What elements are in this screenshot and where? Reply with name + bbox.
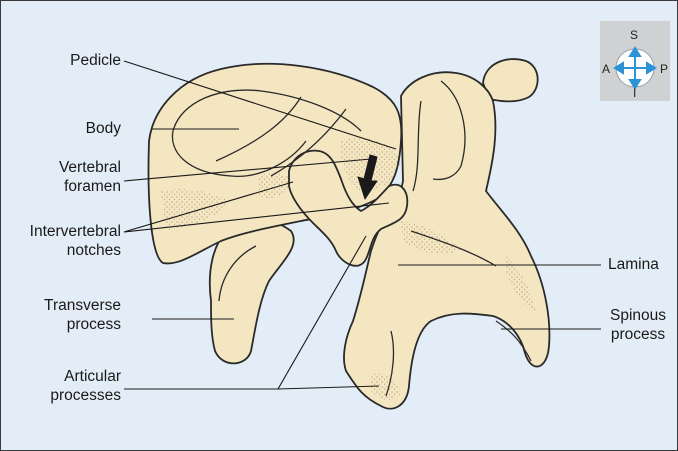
label-articular-processes: Articular processes	[21, 367, 121, 405]
label-lamina: Lamina	[608, 255, 673, 274]
label-vertebral-foramen: Vertebral foramen	[21, 158, 121, 196]
label-vertebral-foramen-line1: Vertebral	[21, 158, 121, 177]
label-pedicle-text: Pedicle	[31, 51, 121, 70]
label-body: Body	[41, 119, 121, 138]
label-pedicle: Pedicle	[31, 51, 121, 70]
compass-anterior-label: A	[602, 63, 610, 75]
label-intervertebral-notches-line1: Intervertebral	[6, 222, 121, 241]
label-intervertebral-notches-line2: notches	[6, 241, 121, 260]
label-spinous-process-line2: process	[603, 325, 673, 344]
label-transverse-process: Transverse process	[21, 296, 121, 334]
label-articular-processes-line2: processes	[21, 386, 121, 405]
label-body-text: Body	[41, 119, 121, 138]
label-spinous-process: Spinous process	[603, 306, 673, 344]
label-transverse-process-line2: process	[21, 315, 121, 334]
label-articular-processes-line1: Articular	[21, 367, 121, 386]
label-transverse-process-line1: Transverse	[21, 296, 121, 315]
label-vertebral-foramen-line2: foramen	[21, 177, 121, 196]
label-spinous-process-line1: Spinous	[603, 306, 673, 325]
compass-posterior-label: P	[660, 63, 668, 75]
compass-inferior-label: I	[633, 87, 636, 99]
vertebra-bone	[149, 59, 550, 409]
label-lamina-text: Lamina	[608, 255, 673, 274]
compass-superior-label: S	[630, 29, 638, 41]
orientation-compass: S I A P	[600, 21, 670, 101]
label-intervertebral-notches: Intervertebral notches	[6, 222, 121, 260]
